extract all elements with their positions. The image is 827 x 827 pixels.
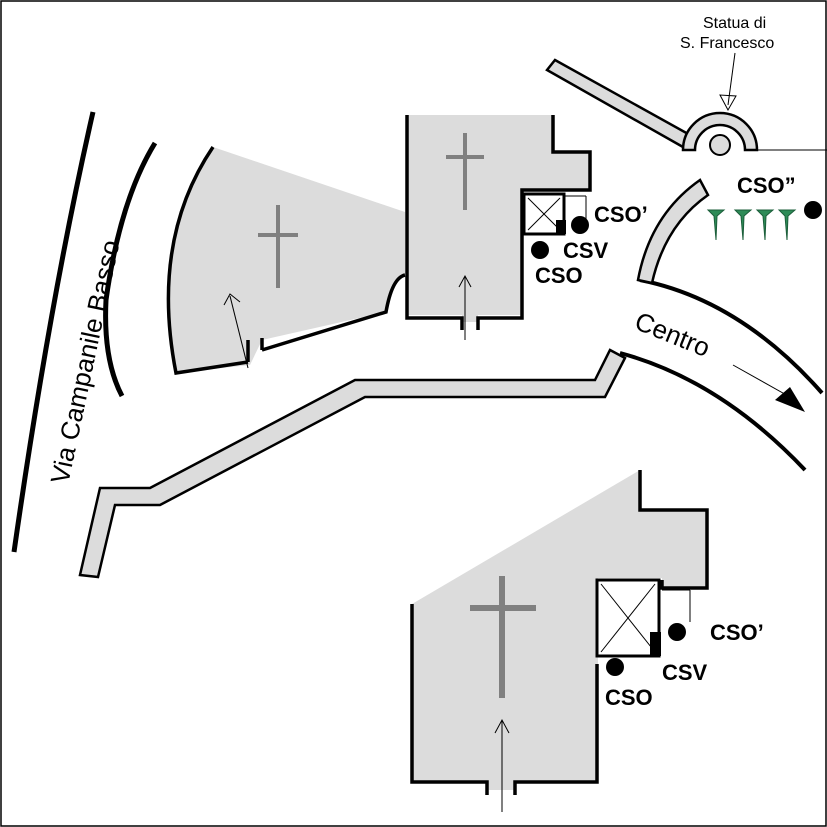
lower-church-wall xyxy=(410,604,599,795)
diagonal-wall xyxy=(78,348,627,579)
curved-wall-right xyxy=(636,178,710,285)
left-church-entrance-arrow xyxy=(229,295,249,369)
upper-cso-prime-label: CSO’ xyxy=(594,202,648,227)
lower-church-cross-icon xyxy=(470,576,536,698)
statue-icon xyxy=(709,134,731,156)
cso-double-prime-dot xyxy=(804,201,822,219)
upper-church-wall xyxy=(405,115,592,330)
upper-cso-dot xyxy=(531,241,549,259)
left-church-fill xyxy=(168,147,405,373)
lower-csv-marker xyxy=(650,632,661,656)
grave-marker-icon xyxy=(755,209,775,241)
lower-cso-prime-dot xyxy=(668,623,686,641)
grave-marker-icon xyxy=(733,209,753,241)
centro-road-edge xyxy=(619,351,807,472)
lower-cso-prime-label: CSO’ xyxy=(710,620,764,645)
cso-double-prime-label: CSO” xyxy=(737,173,796,198)
lower-tower-diag2 xyxy=(600,583,656,653)
road-edge-inner xyxy=(103,141,158,398)
grave-marker-icon xyxy=(777,209,797,241)
left-church-wall-2 xyxy=(246,273,406,362)
lower-church-arrow-head xyxy=(494,718,510,734)
upper-church-arrow-head xyxy=(458,274,472,288)
upper-church-fill xyxy=(407,115,590,322)
statue-pointer xyxy=(727,52,736,106)
lower-church-wall-top xyxy=(638,470,709,590)
upper-church-cross-icon xyxy=(446,133,484,210)
direction-arrow-shaft xyxy=(732,364,791,398)
left-church-wall xyxy=(166,146,249,375)
grave-markers xyxy=(706,209,797,241)
upper-tower-diag2 xyxy=(527,197,561,231)
grave-marker-icon xyxy=(706,209,726,241)
statue-pointer-head xyxy=(719,94,737,112)
road-edge-outer xyxy=(11,111,96,553)
statue-niche xyxy=(681,111,759,152)
lower-cso-dot xyxy=(606,658,624,676)
lower-csv-label: CSV xyxy=(662,660,708,685)
lower-church-fill xyxy=(412,470,707,790)
statue-label-line2: S. Francesco xyxy=(680,35,774,52)
upper-cso-prime-dot xyxy=(571,216,589,234)
upper-csv-label: CSV xyxy=(563,238,609,263)
statue-label-line1: Statua di xyxy=(703,15,766,32)
left-church-cross-icon xyxy=(258,205,298,288)
upper-csv-marker xyxy=(556,220,566,234)
centro-road-upper xyxy=(639,278,824,395)
upper-cso-label: CSO xyxy=(535,263,583,288)
lower-cso-label: CSO xyxy=(605,685,653,710)
direction-arrow-head xyxy=(775,387,805,412)
left-church-arrow-head xyxy=(223,293,241,306)
